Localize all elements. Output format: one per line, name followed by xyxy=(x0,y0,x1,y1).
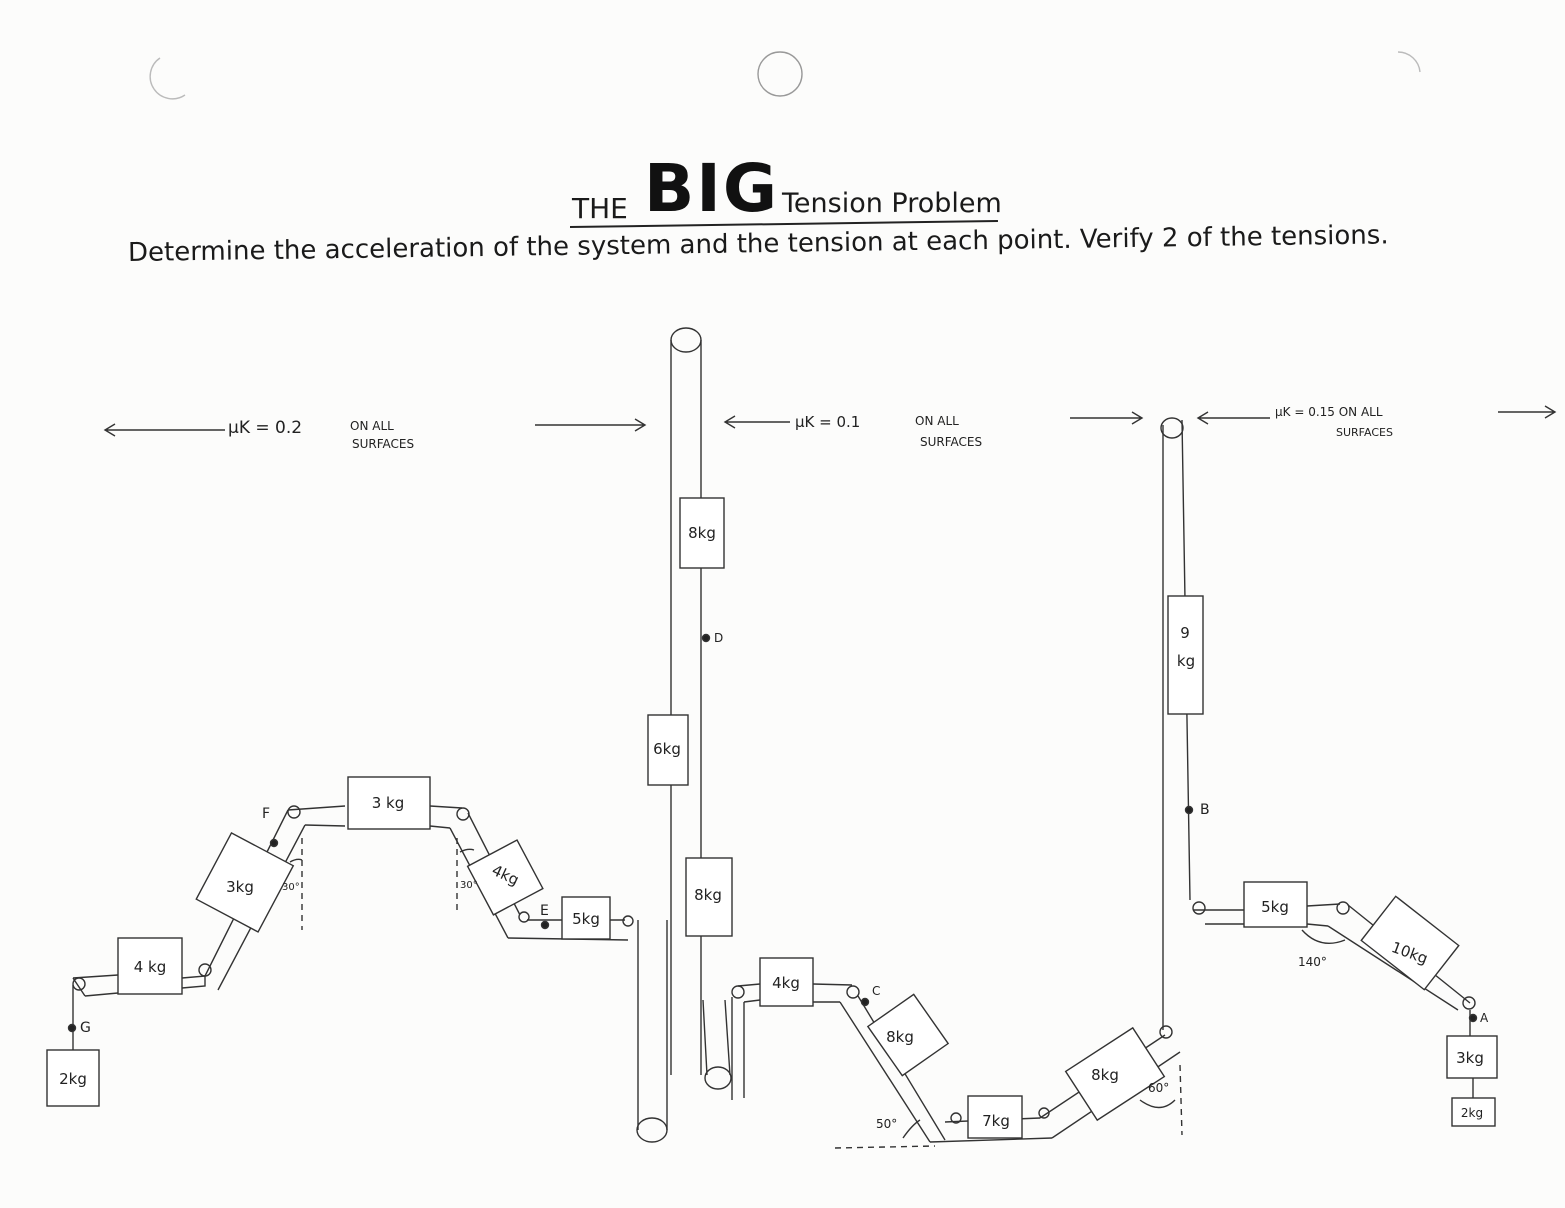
label-3kg-incline: 3kg xyxy=(226,878,254,896)
angle-60: 60° xyxy=(1148,1081,1169,1095)
on-all-middle: ON ALL xyxy=(915,414,959,428)
point-f: F xyxy=(262,806,270,822)
block-8kg-incline xyxy=(866,993,950,1077)
point-c: C xyxy=(872,984,880,998)
surfaces-left: SURFACES xyxy=(352,437,414,451)
label-8kg-top: 8kg xyxy=(688,524,716,542)
section-labels: μK = 0.2 ON ALL SURFACES μK = 0.1 ON ALL… xyxy=(228,405,1393,451)
punch-hole-left xyxy=(149,57,186,100)
block-4kg-center xyxy=(759,957,814,1007)
block-5kg-right xyxy=(1243,881,1308,928)
punch-hole-right xyxy=(1397,51,1421,73)
block-labels: 2kg 4 kg 3kg 3 kg 4kg 5kg 8kg 6kg 8kg 4k… xyxy=(59,524,1484,1130)
left-section xyxy=(72,805,634,1050)
block-4kg-left xyxy=(117,937,183,995)
point-e: E xyxy=(540,903,549,919)
block-10kg xyxy=(1360,895,1460,991)
label-2kg-hang: 2kg xyxy=(1461,1106,1483,1120)
surfaces-right: SURFACES xyxy=(1336,426,1393,439)
block-6kg xyxy=(647,714,689,786)
on-all-left: ON ALL xyxy=(350,419,394,433)
point-g: G xyxy=(80,1020,91,1036)
block-3kg-top xyxy=(347,776,431,830)
label-3kg-top: 3 kg xyxy=(372,794,405,812)
block-3kg-incline xyxy=(195,831,295,933)
angle-50: 50° xyxy=(876,1117,897,1131)
label-8kg-mid: 8kg xyxy=(694,886,722,904)
block-5kg-left xyxy=(561,896,611,940)
angle-140: 140° xyxy=(1298,955,1327,969)
label-9kg-top: 9 xyxy=(1180,624,1190,642)
title-prefix: THE xyxy=(572,192,628,225)
right-section xyxy=(1192,901,1476,1098)
point-a: A xyxy=(1480,1011,1489,1025)
angle-right-30: 30° xyxy=(460,880,478,891)
label-3kg-hang: 3kg xyxy=(1456,1049,1484,1067)
point-labels: A B C D E F G xyxy=(80,631,1489,1036)
label-8kg-ramp: 8kg xyxy=(1091,1066,1119,1084)
center-tubes xyxy=(636,327,732,1143)
point-b: B xyxy=(1200,802,1210,818)
block-8kg-top xyxy=(679,497,725,569)
mu-left: μK = 0.2 xyxy=(228,418,302,438)
title-big: BIG xyxy=(644,150,780,227)
mu-middle: μK = 0.1 xyxy=(795,413,860,431)
label-8kg-incline: 8kg xyxy=(886,1028,914,1046)
block-8kg-mid xyxy=(685,857,733,937)
section-arrows xyxy=(103,405,1557,437)
block-3kg-hang xyxy=(1446,1035,1498,1079)
title-rest: Tension Problem xyxy=(782,188,1002,219)
label-7kg: 7kg xyxy=(982,1112,1010,1130)
angle-labels: 30° 30° 50° 60° 140° xyxy=(282,880,1327,1131)
point-d: D xyxy=(714,631,723,645)
block-4kg-slope xyxy=(466,839,544,916)
label-4kg-left: 4 kg xyxy=(134,958,167,976)
block-2kg-left xyxy=(46,1049,100,1107)
block-7kg xyxy=(967,1095,1023,1139)
label-5kg-right: 5kg xyxy=(1261,898,1289,916)
label-2kg-left: 2kg xyxy=(59,1070,87,1088)
surfaces-middle: SURFACES xyxy=(920,435,982,449)
block-9kg xyxy=(1167,595,1204,715)
label-5kg-left: 5kg xyxy=(572,910,600,928)
label-4kg-center: 4kg xyxy=(772,974,800,992)
label-9kg-bottom: kg xyxy=(1177,652,1195,670)
block-8kg-ramp xyxy=(1064,1026,1166,1122)
mu-right: μK = 0.15 ON ALL xyxy=(1275,405,1383,419)
title: THE BIG Tension Problem xyxy=(569,150,1010,230)
label-6kg: 6kg xyxy=(653,740,681,758)
angle-left-30: 30° xyxy=(282,882,300,893)
punch-hole-center xyxy=(757,51,803,97)
block-2kg-hang xyxy=(1451,1097,1496,1127)
